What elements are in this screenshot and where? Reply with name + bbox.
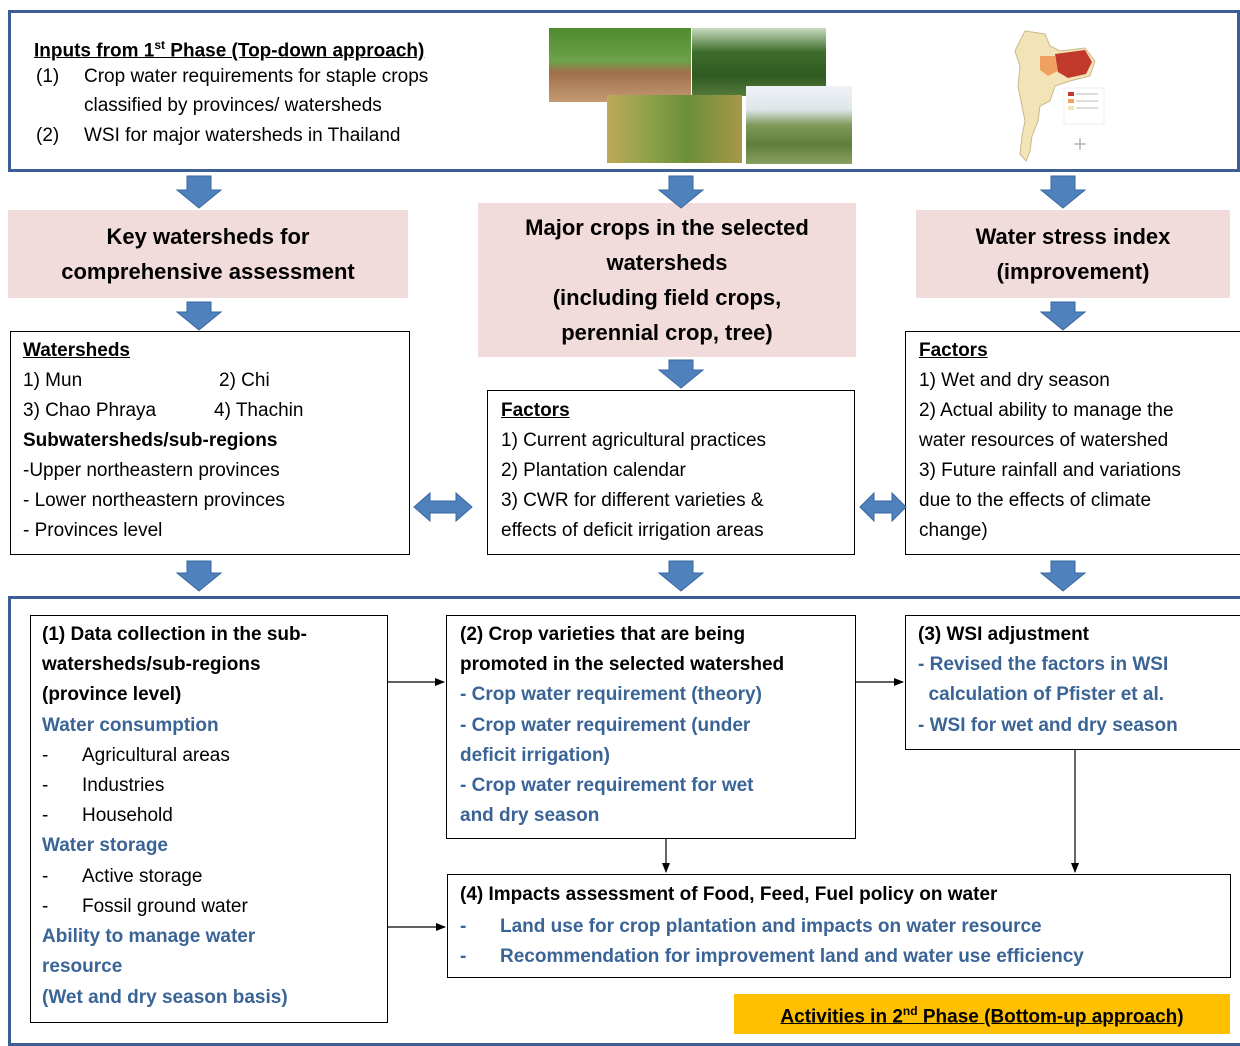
- crop-factor-item: 1) Current agricultural practices: [501, 430, 767, 451]
- box2-item: deficit irrigation): [460, 745, 610, 766]
- wsi-factor-item: change): [919, 520, 988, 541]
- consumption-item: -Agricultural areas: [42, 745, 230, 766]
- phase1-item-2-line-1: WSI for major watersheds in Thailand: [84, 125, 401, 146]
- wsi-factor-item: 3) Future rainfall and variations: [919, 460, 1181, 481]
- wsi-adjustment-box: [905, 615, 1240, 750]
- box1-title: watersheds/sub-regions: [42, 654, 261, 675]
- wsi-factor-item: 2) Actual ability to manage the: [919, 400, 1174, 421]
- water-stress-header: Water stress index(improvement): [916, 210, 1230, 298]
- impacts-assessment-box: [447, 874, 1231, 978]
- box3-item: calculation of Pfister et al.: [918, 684, 1165, 705]
- crop-factor-item: 3) CWR for different varieties &: [501, 490, 764, 511]
- double-arrow-left: [413, 491, 473, 523]
- watershed-chi: 2) Chi: [219, 370, 270, 391]
- crop-factor-item: 2) Plantation calendar: [501, 460, 686, 481]
- data-collection-box: [30, 615, 388, 1023]
- thailand-map-image: [1014, 30, 1105, 162]
- phase1-title: Inputs from 1st Phase (Top-down approach…: [34, 38, 425, 62]
- down-arrow-left-1: [175, 175, 223, 209]
- box1-title: (1) Data collection in the sub-: [42, 624, 307, 645]
- storage-item: -Active storage: [42, 866, 203, 887]
- down-arrow-mid-2: [657, 359, 705, 389]
- box3-item: - Revised the factors in WSI: [918, 654, 1169, 675]
- consumption-item: -Industries: [42, 775, 165, 796]
- down-arrow-right-1: [1039, 175, 1087, 209]
- box1-title: (province level): [42, 684, 182, 705]
- ability-title: Ability to manage water: [42, 926, 256, 947]
- consumption-item: -Household: [42, 805, 173, 826]
- down-arrow-left-3: [175, 560, 223, 592]
- phase1-item-1-line-2: classified by provinces/ watersheds: [84, 95, 382, 116]
- wsi-factor-item: 1) Wet and dry season: [919, 370, 1110, 391]
- box2-item: - Crop water requirement (theory): [460, 684, 762, 705]
- storage-item: -Fossil ground water: [42, 896, 248, 917]
- box4-item: -Land use for crop plantation and impact…: [460, 916, 1042, 937]
- box2-item: - Crop water requirement (under: [460, 715, 751, 736]
- box2-item: - Crop water requirement for wet: [460, 775, 754, 796]
- down-arrow-right-2: [1039, 301, 1087, 331]
- ability-title: resource: [42, 956, 123, 977]
- subwatersheds-title: Subwatersheds/sub-regions: [23, 430, 278, 451]
- palm-photo: [692, 28, 826, 96]
- box3-title: (3) WSI adjustment: [918, 624, 1090, 645]
- water-consumption-title: Water consumption: [42, 715, 219, 736]
- rice-photo: [607, 95, 742, 163]
- watersheds-box: [10, 331, 410, 555]
- crop-factors-title: Factors: [501, 400, 570, 421]
- watersheds-title: Watersheds: [23, 340, 130, 361]
- crop-factor-item: effects of deficit irrigation areas: [501, 520, 764, 541]
- crop-varieties-box: [446, 615, 856, 839]
- phase1-item-2-num: (2): [36, 125, 60, 146]
- box2-title: promoted in the selected watershed: [460, 654, 785, 675]
- water-storage-title: Water storage: [42, 835, 168, 856]
- watershed-chao-phraya: 3) Chao Phraya: [23, 400, 157, 421]
- down-arrow-mid-1: [657, 175, 705, 209]
- watershed-thachin: 4) Thachin: [214, 400, 304, 421]
- wsi-factor-item: due to the effects of climate: [919, 490, 1152, 511]
- box4-title: (4) Impacts assessment of Food, Feed, Fu…: [460, 884, 998, 905]
- ability-title: (Wet and dry season basis): [42, 987, 288, 1008]
- down-arrow-left-2: [175, 301, 223, 331]
- watershed-mun: 1) Mun: [23, 370, 83, 391]
- down-arrow-mid-3: [657, 560, 705, 592]
- phase2-label: Activities in 2nd Phase (Bottom-up appro…: [734, 994, 1230, 1034]
- crop-factors-box: [487, 390, 855, 555]
- sugarcane-photo: [746, 86, 852, 164]
- subwatershed-item: - Lower northeastern provinces: [23, 490, 285, 511]
- wsi-factors-box: [905, 331, 1240, 555]
- double-arrow-right: [859, 491, 907, 523]
- wsi-factor-item: water resources of watershed: [919, 430, 1169, 451]
- cassava-photo: [549, 28, 691, 102]
- subwatershed-item: - Provinces level: [23, 520, 163, 541]
- box4-item: -Recommendation for improvement land and…: [460, 946, 1084, 967]
- box2-item: and dry season: [460, 805, 600, 826]
- subwatershed-item: -Upper northeastern provinces: [23, 460, 280, 481]
- phase1-item-1-line-1: Crop water requirements for staple crops: [84, 66, 429, 87]
- box3-item: - WSI for wet and dry season: [918, 715, 1178, 736]
- box2-title: (2) Crop varieties that are being: [460, 624, 746, 645]
- wsi-factors-title: Factors: [919, 340, 988, 361]
- down-arrow-right-3: [1039, 560, 1087, 592]
- phase1-item-1-num: (1): [36, 66, 60, 87]
